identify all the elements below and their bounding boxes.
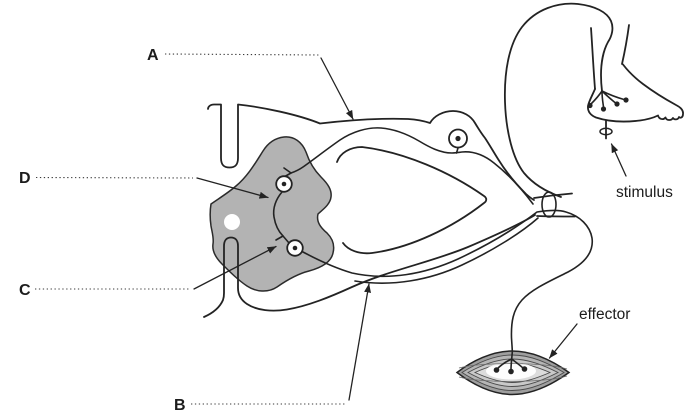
motor-neuron-nucleus	[292, 245, 298, 251]
sensory-neuron-fibre	[290, 127, 534, 205]
arrow-A	[320, 57, 354, 120]
white-matter-inner-boundary	[336, 146, 488, 255]
arrow-C	[193, 245, 277, 290]
motor-end-plate-branches	[496, 351, 525, 371]
relay-neuron-fibre	[272, 191, 284, 237]
arrow-D	[196, 177, 269, 199]
pin-head	[599, 127, 613, 136]
leg-outline	[590, 24, 630, 90]
label-D: D	[19, 170, 31, 187]
arrow-B	[348, 283, 372, 401]
grey-matter	[209, 136, 335, 292]
label-C: C	[19, 282, 31, 299]
spinal-cord-ventral-outline	[203, 214, 536, 318]
stimulus-label: stimulus	[616, 184, 673, 201]
leader-A	[164, 53, 320, 56]
arrow-effector	[548, 323, 578, 359]
label-A: A	[147, 47, 159, 64]
central-canal	[224, 214, 240, 230]
motor-neuron-fibre	[302, 209, 594, 353]
foot-outline	[587, 63, 684, 123]
sensory-cell-nucleus	[455, 135, 461, 142]
nerve-loop	[503, 2, 614, 198]
relay-neuron-nucleus	[281, 181, 287, 187]
ganglion-stalk	[455, 147, 459, 154]
relay-terminal-branches	[275, 235, 290, 244]
arrow-stimulus	[610, 143, 627, 177]
effector-label: effector	[579, 306, 630, 323]
ventral-root-inner-line	[354, 217, 539, 284]
label-B: B	[174, 397, 186, 414]
spinal-cord-dorsal-outline	[207, 103, 535, 201]
leader-D	[35, 176, 194, 179]
receptor-branches	[590, 90, 625, 108]
motor-end-plates	[493, 366, 528, 375]
